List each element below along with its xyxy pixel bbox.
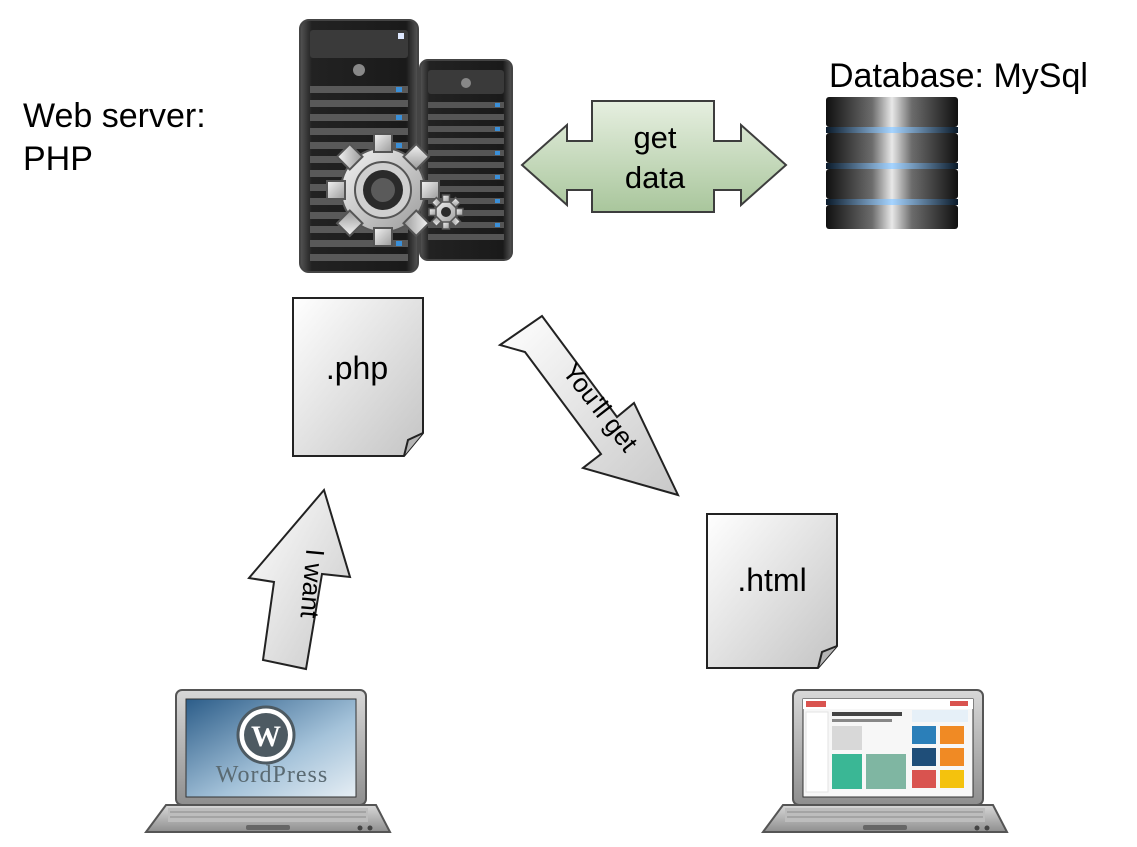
svg-text:W: W bbox=[251, 720, 281, 753]
get-data-line2: data bbox=[624, 160, 686, 195]
webpage-thumbnail bbox=[803, 699, 973, 793]
get-data-double-arrow bbox=[520, 100, 788, 213]
database-icon bbox=[826, 97, 958, 229]
wordpress-wordmark: WordPress bbox=[215, 762, 329, 788]
php-document-label: .php bbox=[325, 350, 389, 386]
laptop-icon: W bbox=[144, 689, 392, 833]
database-label: Database: MySql bbox=[829, 57, 1088, 95]
web-server-label-line1: Web server: bbox=[23, 97, 206, 135]
server-back-leds bbox=[495, 103, 500, 227]
get-data-arrow-label: get data bbox=[595, 118, 715, 198]
server-rack-icon bbox=[419, 59, 513, 261]
gear-icon bbox=[326, 133, 440, 247]
server-back-slots bbox=[428, 102, 504, 240]
html-document-label: .html bbox=[737, 562, 807, 598]
server-rack-icon bbox=[299, 19, 419, 273]
web-server-label-line2: PHP bbox=[23, 140, 93, 178]
wordpress-logo-icon: W bbox=[236, 705, 296, 765]
gear-icon bbox=[428, 194, 464, 230]
youll-get-arrow bbox=[497, 314, 680, 497]
web-server-label: Web server: PHP bbox=[23, 95, 206, 181]
i-want-arrow bbox=[247, 487, 352, 671]
laptop-icon bbox=[761, 689, 1009, 833]
get-data-line1: get bbox=[633, 120, 677, 155]
